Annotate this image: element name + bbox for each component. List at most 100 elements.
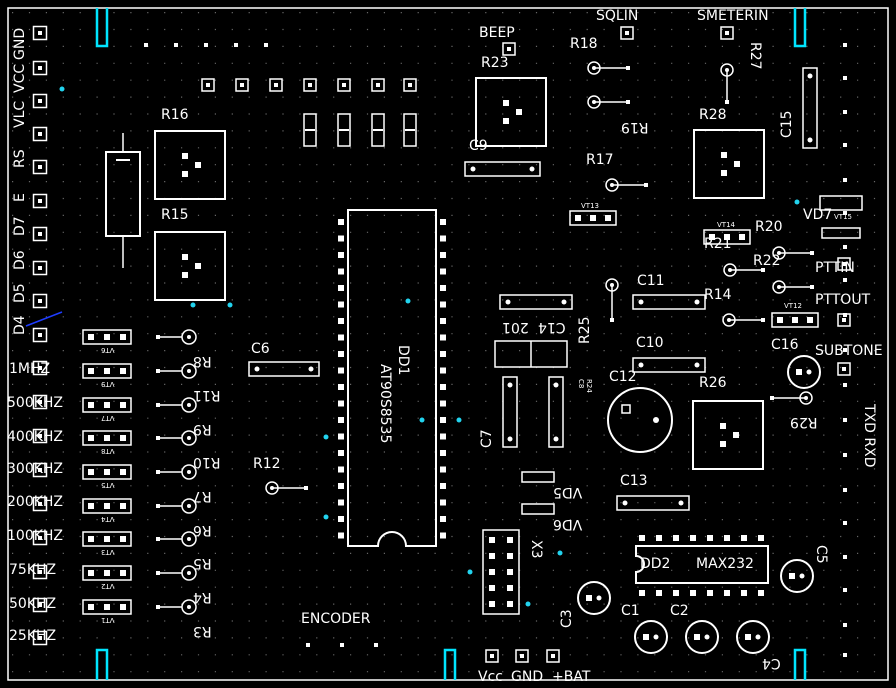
label-c13: C13 [620,473,648,489]
label-r27: R27 [747,42,763,70]
trimmer-r23 [475,77,547,147]
resistor-r14-pin [761,318,765,322]
right-pad [843,110,847,114]
resistor-label-r8: R8 [193,353,212,369]
x3-pin [489,569,495,575]
trimmer-r26 [692,400,764,470]
label-c8: C8 [577,379,585,389]
resistor-pin [156,403,160,407]
resistor-r27-pin [725,100,729,104]
cap-c12-pin [621,404,631,414]
vt-label-vt12: VT12 [784,302,802,310]
mounting-marks [95,8,807,680]
transistor-pin [792,317,798,323]
mounting-mark-top [95,8,109,48]
band-header-pad [32,597,48,613]
resistor-pin [156,571,160,575]
trimmer-r28 [693,129,765,199]
resistor-pad [181,599,197,615]
top-small-pad [234,43,238,47]
label-pttout: PTTOUT [815,292,871,308]
transistor-pin [120,604,126,610]
resistor-r21-pad [723,263,737,277]
transistor-pin [807,317,813,323]
transistor-pin [104,503,110,509]
cap-c8 [548,376,564,448]
via [190,302,196,308]
label-r25: R25 [577,316,593,344]
resistor-pin [156,436,160,440]
label-c1: C1 [621,603,640,619]
x3-pin [489,585,495,591]
band-transistor-outline [82,599,132,615]
transistor-pin [120,368,126,374]
label-201: 201 [502,319,529,335]
label-c4: C4 [762,655,781,671]
resistor-r22-pad [772,280,786,294]
via [419,417,425,423]
resistor-label-r9: R9 [193,421,212,437]
label-r29: R29 [790,414,818,430]
ic-main-part: AT90S8535 [377,364,393,444]
label-txd-rxd: TXD RXD [861,404,877,468]
cap-c12-outline [607,387,673,453]
top-small-pad [174,43,178,47]
label-c12: C12 [609,369,637,385]
resistor-r17-pin [644,183,648,187]
right-pad [843,178,847,182]
label-r22: R22 [753,253,781,269]
vias [59,86,800,607]
transistor-pin [88,536,94,542]
lcd-label-vlc: VLC [12,100,28,128]
transistor-pin [104,469,110,475]
right-pad [843,653,847,657]
resistor-r17-pad [605,178,619,192]
label-c3: C3 [559,609,575,628]
label-r26: R26 [699,375,727,391]
resistor-label-r11: R11 [193,387,221,403]
label-encoder: ENCODER [301,611,371,627]
lcd-header-pad [32,93,48,109]
top-pad [337,78,351,92]
vt-label-vt8: VT8 [101,447,115,455]
top-pad [235,78,249,92]
lcd-header-pad [32,25,48,41]
transistor-pin [709,234,715,240]
resistor-pad [181,430,197,446]
band-transistor-outline [82,531,132,547]
mounting-mark-bottom [95,648,109,680]
resistor-label-r6: R6 [193,522,212,538]
vt-label-vt3: VT3 [101,548,115,556]
resistor-r27-pad [720,63,734,77]
cap-c3 [577,581,611,615]
cap-c9 [464,161,541,177]
band-transistor-outline [82,430,132,446]
board-frame [7,7,889,681]
cap-c12-pin [653,417,659,423]
lcd-header-pad [32,193,48,209]
band-transistor-outline [82,565,132,581]
band-label-100khz: 100KHZ [7,528,64,544]
transistor-vt15 [819,195,863,211]
vt-label-vt1: VT1 [101,616,115,624]
label-pttin: PTTIN [815,260,855,276]
band-label-400khz: 400KHZ [7,429,64,445]
top-small-pad [204,43,208,47]
resistor-pad [181,531,197,547]
vt-label-vt2: VT2 [101,582,115,590]
transistor-pin [605,215,611,221]
x3-pin [507,537,513,543]
label-beep: BEEP [479,25,515,41]
resistor-pin [156,335,160,339]
transistor-pin [88,402,94,408]
right-pad [843,43,847,47]
label-sqlin: SQLIN [596,8,639,24]
label-r18: R18 [570,36,598,52]
ic-main-ref: DD1 [395,345,411,376]
x3-pin [507,553,513,559]
lcd-header-pad [32,226,48,242]
label-r19: R19 [621,119,649,135]
right-pad [843,76,847,80]
band-header-pad [32,360,48,376]
